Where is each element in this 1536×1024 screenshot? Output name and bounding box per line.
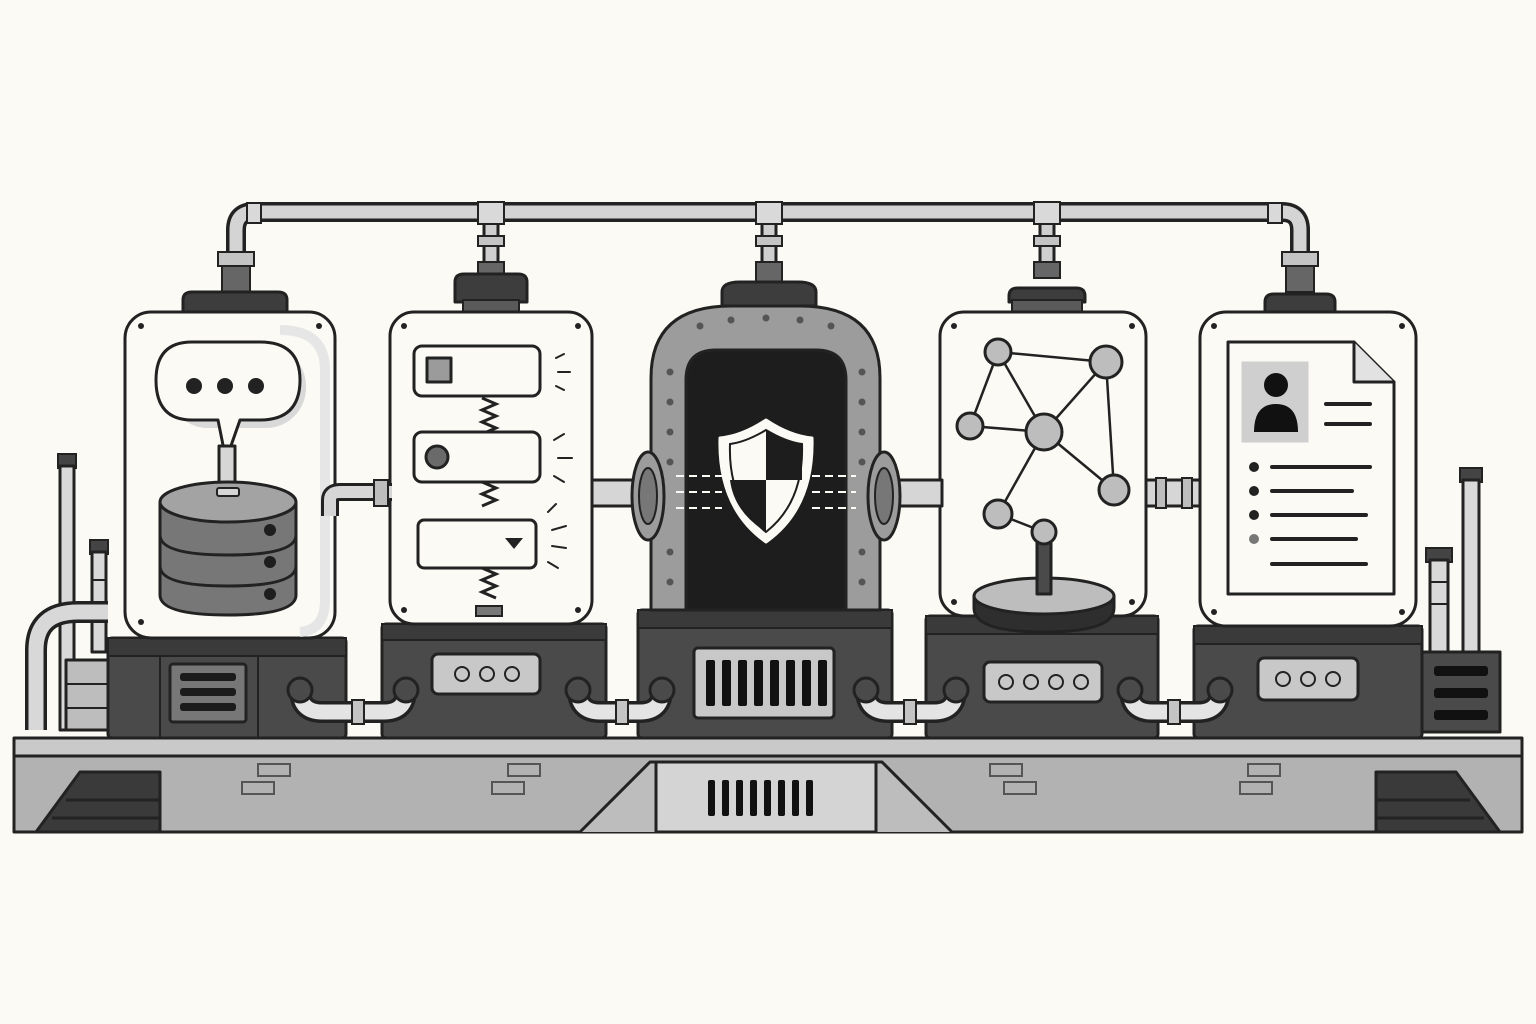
profile-document-icon xyxy=(1226,340,1396,596)
spring-connectors xyxy=(475,396,503,617)
network-graph-icon xyxy=(955,337,1131,534)
joystick-icon xyxy=(972,518,1116,634)
indicator-lights xyxy=(982,660,1104,704)
chamber-connectors xyxy=(321,450,1202,542)
stage-knowledge-graph xyxy=(924,310,1160,740)
stage-security-gate xyxy=(636,304,894,740)
stage-chat-database xyxy=(106,310,348,740)
data-stream-lines xyxy=(676,475,856,509)
top-pipe-manifold xyxy=(181,201,1337,314)
lower-pipes xyxy=(286,676,1234,725)
base-platform xyxy=(12,736,1524,834)
motion-lines xyxy=(547,353,573,569)
stage-form-fields xyxy=(380,310,608,740)
left-side-pipes xyxy=(25,453,112,732)
shield-icon xyxy=(718,418,814,544)
right-side-pipes xyxy=(1418,467,1502,734)
dropdown-field-icon xyxy=(416,518,538,570)
radio-field-icon xyxy=(412,430,542,484)
checkbox-field-icon xyxy=(412,344,542,398)
stage-profile-document xyxy=(1192,310,1424,740)
database-icon xyxy=(158,480,298,617)
speech-bubble-icon xyxy=(154,340,306,462)
